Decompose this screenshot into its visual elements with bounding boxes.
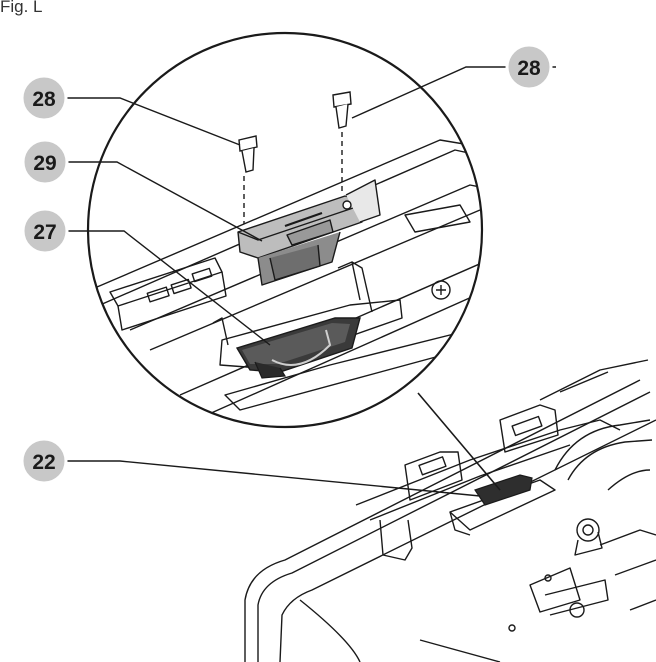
screw-left (238, 135, 258, 224)
recess-frame (219, 299, 403, 369)
callout-28-left: 28 (20, 74, 68, 122)
slotted-block (109, 257, 227, 331)
callout-27: 27 (21, 207, 69, 255)
screw-right (332, 91, 352, 193)
callout-28-right: 28 (505, 43, 553, 91)
figure-title: Fig. L (0, 0, 43, 16)
bracket-part (237, 179, 381, 286)
svg-text:29: 29 (33, 152, 56, 175)
mounting-screw-head (431, 280, 451, 300)
base-recess-part (474, 474, 533, 506)
svg-text:22: 22 (32, 451, 55, 474)
svg-text:27: 27 (33, 221, 56, 244)
zoom-connector-line (417, 392, 501, 491)
leader-lines (66, 66, 556, 497)
callout-22: 22 (20, 437, 68, 485)
catch-part (235, 317, 361, 379)
callout-29: 29 (21, 138, 69, 186)
svg-text:28: 28 (517, 57, 541, 80)
svg-text:28: 28 (32, 88, 56, 111)
detail-zoom-circle (86, 31, 484, 429)
base-assembly (244, 359, 656, 662)
